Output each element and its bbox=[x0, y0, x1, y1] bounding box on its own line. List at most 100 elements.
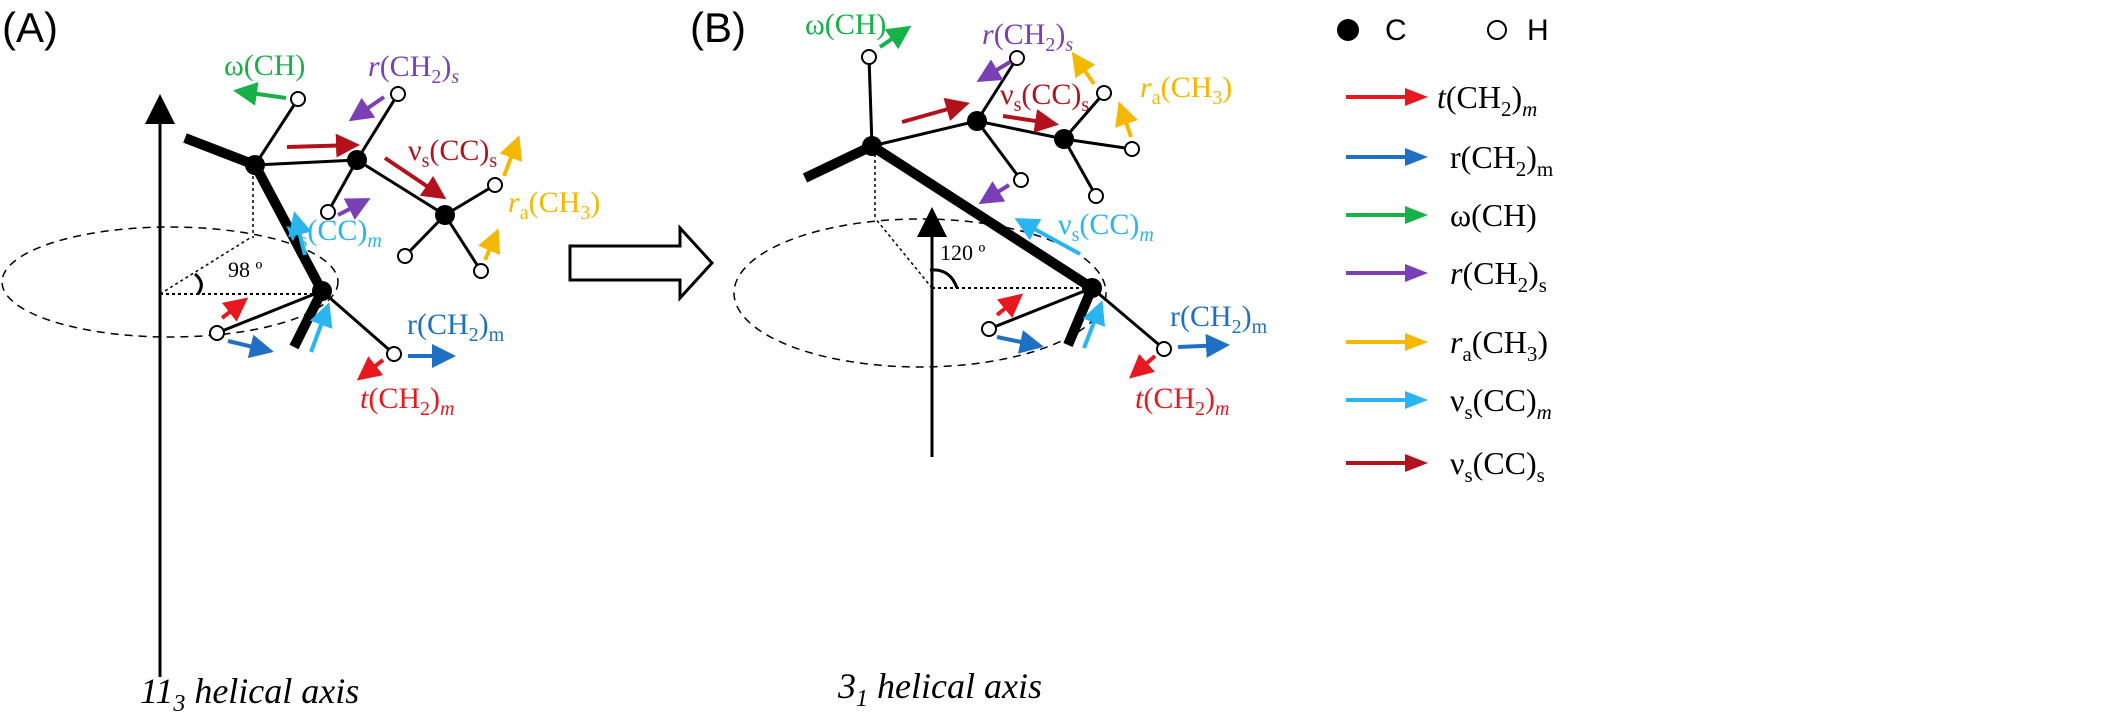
label-b-ra: ra(CH3) bbox=[1140, 71, 1232, 109]
label-b-omega: ω(CH) bbox=[805, 8, 886, 41]
legend-carbon-icon bbox=[1337, 19, 1359, 41]
legend: C H t(CH2)mr(CH2)mω(CH)r(CH2)sra(CH3)νs(… bbox=[1337, 14, 1553, 487]
bond-b-5 bbox=[976, 119, 1065, 141]
carbon-atom-b-2 bbox=[967, 111, 987, 131]
arrow-a-omega bbox=[233, 81, 287, 106]
bond-b-3 bbox=[975, 57, 1019, 122]
label-a-omega: ω(CH) bbox=[224, 49, 305, 82]
label-a-nu-m: νs(CC)m bbox=[286, 214, 382, 252]
carbon-atom-b-3 bbox=[1054, 129, 1074, 149]
arrow-b-ra-1 bbox=[1071, 51, 1096, 86]
label-b-nu-m: νs(CC)m bbox=[1058, 208, 1154, 246]
bond-b-10 bbox=[1091, 286, 1165, 351]
hydrogen-atom-a-7 bbox=[209, 325, 225, 341]
legend-label-1: t(CH2)m bbox=[1437, 79, 1537, 121]
bond-a-backbone-1 bbox=[183, 133, 257, 170]
hydrogen-atom-b-6 bbox=[1088, 188, 1104, 204]
arrow-a-ra-2 bbox=[478, 228, 501, 261]
hydrogen-atom-b-3 bbox=[1013, 172, 1029, 188]
arrow-a-r-m-1 bbox=[227, 334, 274, 359]
legend-arrowhead-5 bbox=[1405, 333, 1428, 351]
bond-b-9 bbox=[988, 286, 1093, 331]
arrow-b-t-m-1 bbox=[995, 293, 1024, 318]
hydrogen-atom-a-1 bbox=[290, 91, 306, 107]
carbon-atom-a-4 bbox=[312, 281, 332, 301]
arrow-a-nu-m-2 bbox=[309, 302, 333, 353]
hydrogen-atom-a-5 bbox=[397, 248, 413, 264]
hydrogen-atom-a-4 bbox=[487, 177, 503, 193]
hydrogen-atom-b-1 bbox=[861, 49, 877, 65]
hydrogen-atom-b-8 bbox=[1156, 341, 1172, 357]
angle-arc-a bbox=[193, 272, 203, 295]
bond-b-8 bbox=[1062, 138, 1098, 197]
arrow-b-ra-2 bbox=[1115, 101, 1138, 138]
arrow-a-r-s-top bbox=[348, 95, 386, 122]
panel-b-label: (B) bbox=[690, 4, 746, 51]
panel-a-label: (A) bbox=[2, 4, 58, 51]
label-a-nu-ss: νs(CC)s bbox=[408, 134, 497, 172]
label-b-nu-ss: νs(CC)s bbox=[1000, 78, 1089, 116]
bond-b-4 bbox=[975, 120, 1023, 181]
panel-a: (A) 113 helical axis 98 º bbox=[1, 4, 600, 712]
arrow-b-r-m-1 bbox=[996, 330, 1044, 354]
legend-label-6: νs(CC)m bbox=[1450, 382, 1552, 424]
bond-b-backbone-1 bbox=[802, 141, 875, 183]
bond-a-3 bbox=[355, 93, 400, 161]
arrow-b-r-m-2 bbox=[1177, 333, 1230, 358]
panel-b: (B) 31 helical axis 120 º bbox=[690, 4, 1268, 712]
bond-a-5 bbox=[356, 158, 446, 217]
label-a-r-s: r(CH2)s bbox=[368, 50, 459, 88]
label-b-r-m: r(CH2)m bbox=[1170, 300, 1268, 338]
arrow-b-nu-s-2 bbox=[1002, 109, 1059, 133]
legend-hydrogen-label: H bbox=[1527, 14, 1549, 47]
legend-label-5: ra(CH3) bbox=[1450, 324, 1548, 366]
carbon-atom-b-4 bbox=[1082, 278, 1102, 298]
legend-label-3: ω(CH) bbox=[1450, 197, 1537, 233]
carbon-atom-b-1 bbox=[862, 136, 882, 156]
hydrogen-atom-b-7 bbox=[981, 321, 997, 337]
label-a-ra: ra(CH3) bbox=[508, 186, 600, 224]
legend-carbon-label: C bbox=[1385, 14, 1407, 47]
bond-b-7 bbox=[1063, 137, 1133, 151]
arrow-a-nu-s-1 bbox=[286, 133, 360, 158]
bond-b-6 bbox=[1062, 92, 1106, 140]
legend-items: t(CH2)mr(CH2)mω(CH)r(CH2)sra(CH3)νs(CC)m… bbox=[1346, 79, 1553, 487]
bond-a-backbone-3 bbox=[289, 288, 327, 350]
arrow-a-t-m-2 bbox=[356, 356, 385, 381]
bond-a-10 bbox=[321, 289, 395, 356]
helical-axis-b-caption: 31 helical axis bbox=[837, 666, 1042, 712]
hydrogen-atom-b-2 bbox=[1009, 50, 1025, 66]
transition-arrow-icon bbox=[568, 224, 715, 302]
arrow-a-nu-m-1 bbox=[288, 211, 312, 256]
bond-b-backbone-3 bbox=[1063, 286, 1097, 347]
hydrogen-atom-b-4 bbox=[1096, 85, 1112, 101]
helix-ellipse-a bbox=[1, 226, 339, 338]
bond-b-2 bbox=[871, 119, 978, 148]
arrow-b-nu-m-2 bbox=[1082, 300, 1105, 349]
helical-axis-a-caption: 113 helical axis bbox=[140, 671, 359, 712]
arrow-a-t-m-1 bbox=[220, 297, 249, 322]
helix-ellipse-b bbox=[733, 218, 1107, 368]
arrow-a-r-s-bottom bbox=[337, 198, 371, 220]
carbon-atom-a-3 bbox=[435, 205, 455, 225]
legend-label-7: νs(CC)s bbox=[1450, 445, 1545, 487]
carbon-atom-a-2 bbox=[347, 150, 367, 170]
label-b-r-s: r(CH2)s bbox=[982, 18, 1073, 56]
legend-arrowhead-1 bbox=[1405, 88, 1428, 106]
label-a-r-m: r(CH2)m bbox=[407, 308, 505, 346]
angle-arc-b bbox=[929, 268, 959, 289]
hydrogen-atom-a-2 bbox=[390, 86, 406, 102]
legend-arrowhead-6 bbox=[1405, 391, 1428, 409]
legend-arrowhead-3 bbox=[1405, 206, 1428, 224]
label-a-t-m: t(CH2)m bbox=[360, 382, 454, 420]
legend-arrowhead-4 bbox=[1405, 264, 1428, 282]
hydrogen-atom-b-5 bbox=[1124, 141, 1140, 157]
bond-a-1 bbox=[254, 158, 358, 167]
legend-label-4: r(CH2)s bbox=[1450, 255, 1547, 297]
label-b-t-m: t(CH2)m bbox=[1135, 382, 1229, 420]
angle-label-a: 98 º bbox=[228, 257, 263, 282]
legend-arrowhead-7 bbox=[1405, 454, 1428, 472]
arrow-b-r-s-bottom bbox=[978, 181, 1011, 205]
arrow-b-nu-m-1 bbox=[1014, 218, 1081, 256]
